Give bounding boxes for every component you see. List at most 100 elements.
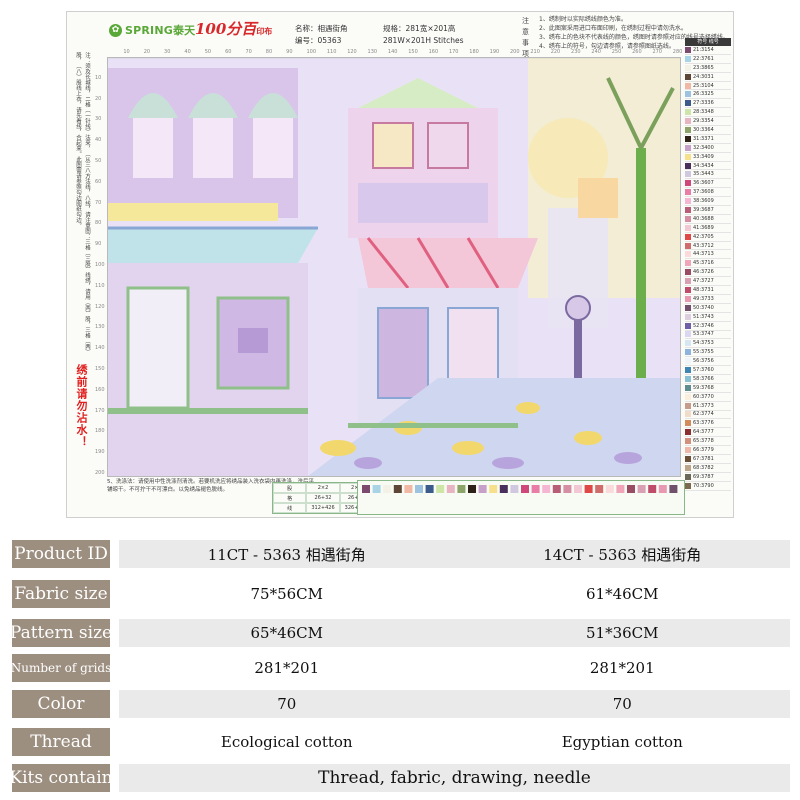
color-swatch	[685, 206, 691, 213]
legend-row: 30:3364	[685, 126, 731, 135]
legend-row: 67:3781	[685, 455, 731, 464]
color-swatch	[685, 304, 691, 311]
symbol-swatch	[531, 485, 540, 493]
color-swatch	[685, 180, 691, 187]
ruler-tick-label: 70	[95, 199, 102, 206]
stitch-table-cell: 2×2	[306, 483, 340, 493]
spec-row-pattern-size: Pattern size 65*46CM 51*36CM	[10, 619, 790, 647]
legend-row: 51:3743	[685, 313, 731, 322]
legend-code: 35:3443	[693, 171, 714, 178]
legend-code: 45:3716	[693, 260, 714, 267]
symbol-swatch	[563, 485, 572, 493]
color-swatch	[685, 162, 691, 169]
ruler-tick-label: 180	[95, 428, 105, 435]
ruler-tick-label: 60	[95, 178, 102, 185]
spec-value-11ct: 11CT - 5363 相遇街角	[207, 545, 366, 564]
symbol-strip-graphic	[362, 485, 678, 493]
stitch-table-cell: 股	[273, 483, 307, 493]
legend-row: 56:3756	[685, 357, 731, 367]
ruler-tick-label: 200	[510, 49, 520, 55]
legend-code: 27:3336	[693, 100, 714, 107]
color-swatch	[685, 313, 691, 320]
legend-row: 31:3371	[685, 135, 731, 144]
ruler-tick-label: 130	[367, 49, 378, 55]
spec-label: Color	[12, 690, 110, 718]
legend-code: 25:3104	[693, 82, 714, 89]
pattern-number: 编号：05363	[295, 36, 342, 45]
legend-code: 43:3712	[693, 242, 714, 249]
spec-label: Fabric size	[12, 580, 110, 608]
symbol-swatch	[510, 485, 519, 493]
brand-logo: ✿ SPRING泰天	[109, 22, 195, 38]
legend-code: 36:3607	[693, 180, 714, 187]
legend-code: 46:3726	[693, 269, 714, 276]
legend-row: 26:3325	[685, 90, 731, 100]
legend-row: 23:3865	[685, 64, 731, 73]
ruler-tick-label: 270	[652, 49, 662, 55]
color-swatch	[685, 215, 691, 222]
spec-value-14ct: 14CT - 5363 相遇街角	[543, 545, 702, 564]
legend-heading: 符号 线号	[685, 38, 731, 46]
legend-code: 52:3746	[693, 322, 714, 329]
color-swatch	[685, 384, 691, 391]
note-item: 2、此图案采用进口布面印刷，在绣制过程中请勿洗水。	[539, 25, 687, 32]
symbol-swatch	[468, 485, 476, 493]
legend-row: 24:3031	[685, 73, 731, 82]
symbol-swatch	[552, 485, 561, 493]
color-swatch	[685, 82, 691, 89]
color-swatch	[685, 126, 691, 133]
legend-row: 58:3766	[685, 375, 731, 384]
legend-row: 63:3776	[685, 419, 731, 429]
spec-value-11ct: 281*201	[254, 659, 320, 677]
color-swatch	[685, 447, 691, 454]
legend-code: 66:3779	[693, 447, 714, 454]
notes-list: 1、绣制时以实际绣线颜色为准。 2、此图案采用进口布面印刷，在绣制过程中请勿洗水…	[539, 15, 729, 51]
legend-row: 44:3713	[685, 250, 731, 260]
legend-code: 29:3354	[693, 118, 714, 125]
washing-notes: 5、洗涤法：请使用中性洗涤剂清洗。若要机洗应将绣品装入洗衣袋内再洗涤，洗后平铺晾…	[107, 479, 315, 493]
notes-heading: 注意事项	[522, 17, 529, 58]
symbol-swatch	[499, 485, 508, 493]
spec-values: Ecological cotton Egyptian cotton	[119, 728, 790, 756]
legend-row: 32:3400	[685, 144, 731, 153]
ruler-tick-label: 60	[225, 49, 232, 55]
symbol-swatch	[595, 485, 604, 493]
legend-code: 55:3755	[693, 349, 714, 356]
legend-code: 32:3400	[693, 144, 714, 151]
color-swatch	[685, 340, 691, 347]
color-swatch	[685, 198, 691, 205]
legend-code: 53:3747	[693, 331, 714, 338]
ruler-tick-label: 80	[95, 220, 102, 227]
stitch-table-cell: 线	[273, 503, 307, 513]
symbol-swatch	[404, 485, 413, 493]
ruler-tick-label: 50	[95, 158, 102, 164]
ruler-tick-label: 250	[611, 49, 622, 55]
symbol-swatch	[372, 485, 381, 493]
legend-code: 39:3687	[693, 206, 714, 213]
legend-row: 37:3608	[685, 188, 731, 198]
ruler-tick-label: 90	[95, 241, 102, 248]
spec-value-14ct: 281*201	[589, 659, 655, 677]
color-swatch	[685, 233, 691, 240]
legend-row: 57:3760	[685, 366, 731, 375]
legend-code: 47:3727	[693, 278, 714, 285]
legend-row: 55:3755	[685, 348, 731, 358]
legend-code: 56:3756	[693, 358, 714, 365]
symbol-swatch	[383, 485, 392, 493]
ruler-tick-label: 150	[95, 366, 105, 372]
legend-code: 49:3733	[693, 295, 714, 302]
color-swatch	[685, 171, 691, 178]
legend-row: 52:3746	[685, 322, 731, 331]
color-swatch	[685, 278, 691, 285]
color-swatch	[685, 242, 691, 249]
legend-row: 59:3768	[685, 384, 731, 393]
brand-name: SPRING泰天	[125, 24, 196, 37]
legend-row: 22:3761	[685, 55, 731, 64]
leaf-icon: ✿	[109, 23, 122, 37]
legend-code: 22:3761	[693, 55, 714, 62]
spec-value-14ct: 51*36CM	[585, 624, 659, 642]
spec-values: 11CT - 5363 相遇街角 14CT - 5363 相遇街角	[119, 540, 790, 568]
